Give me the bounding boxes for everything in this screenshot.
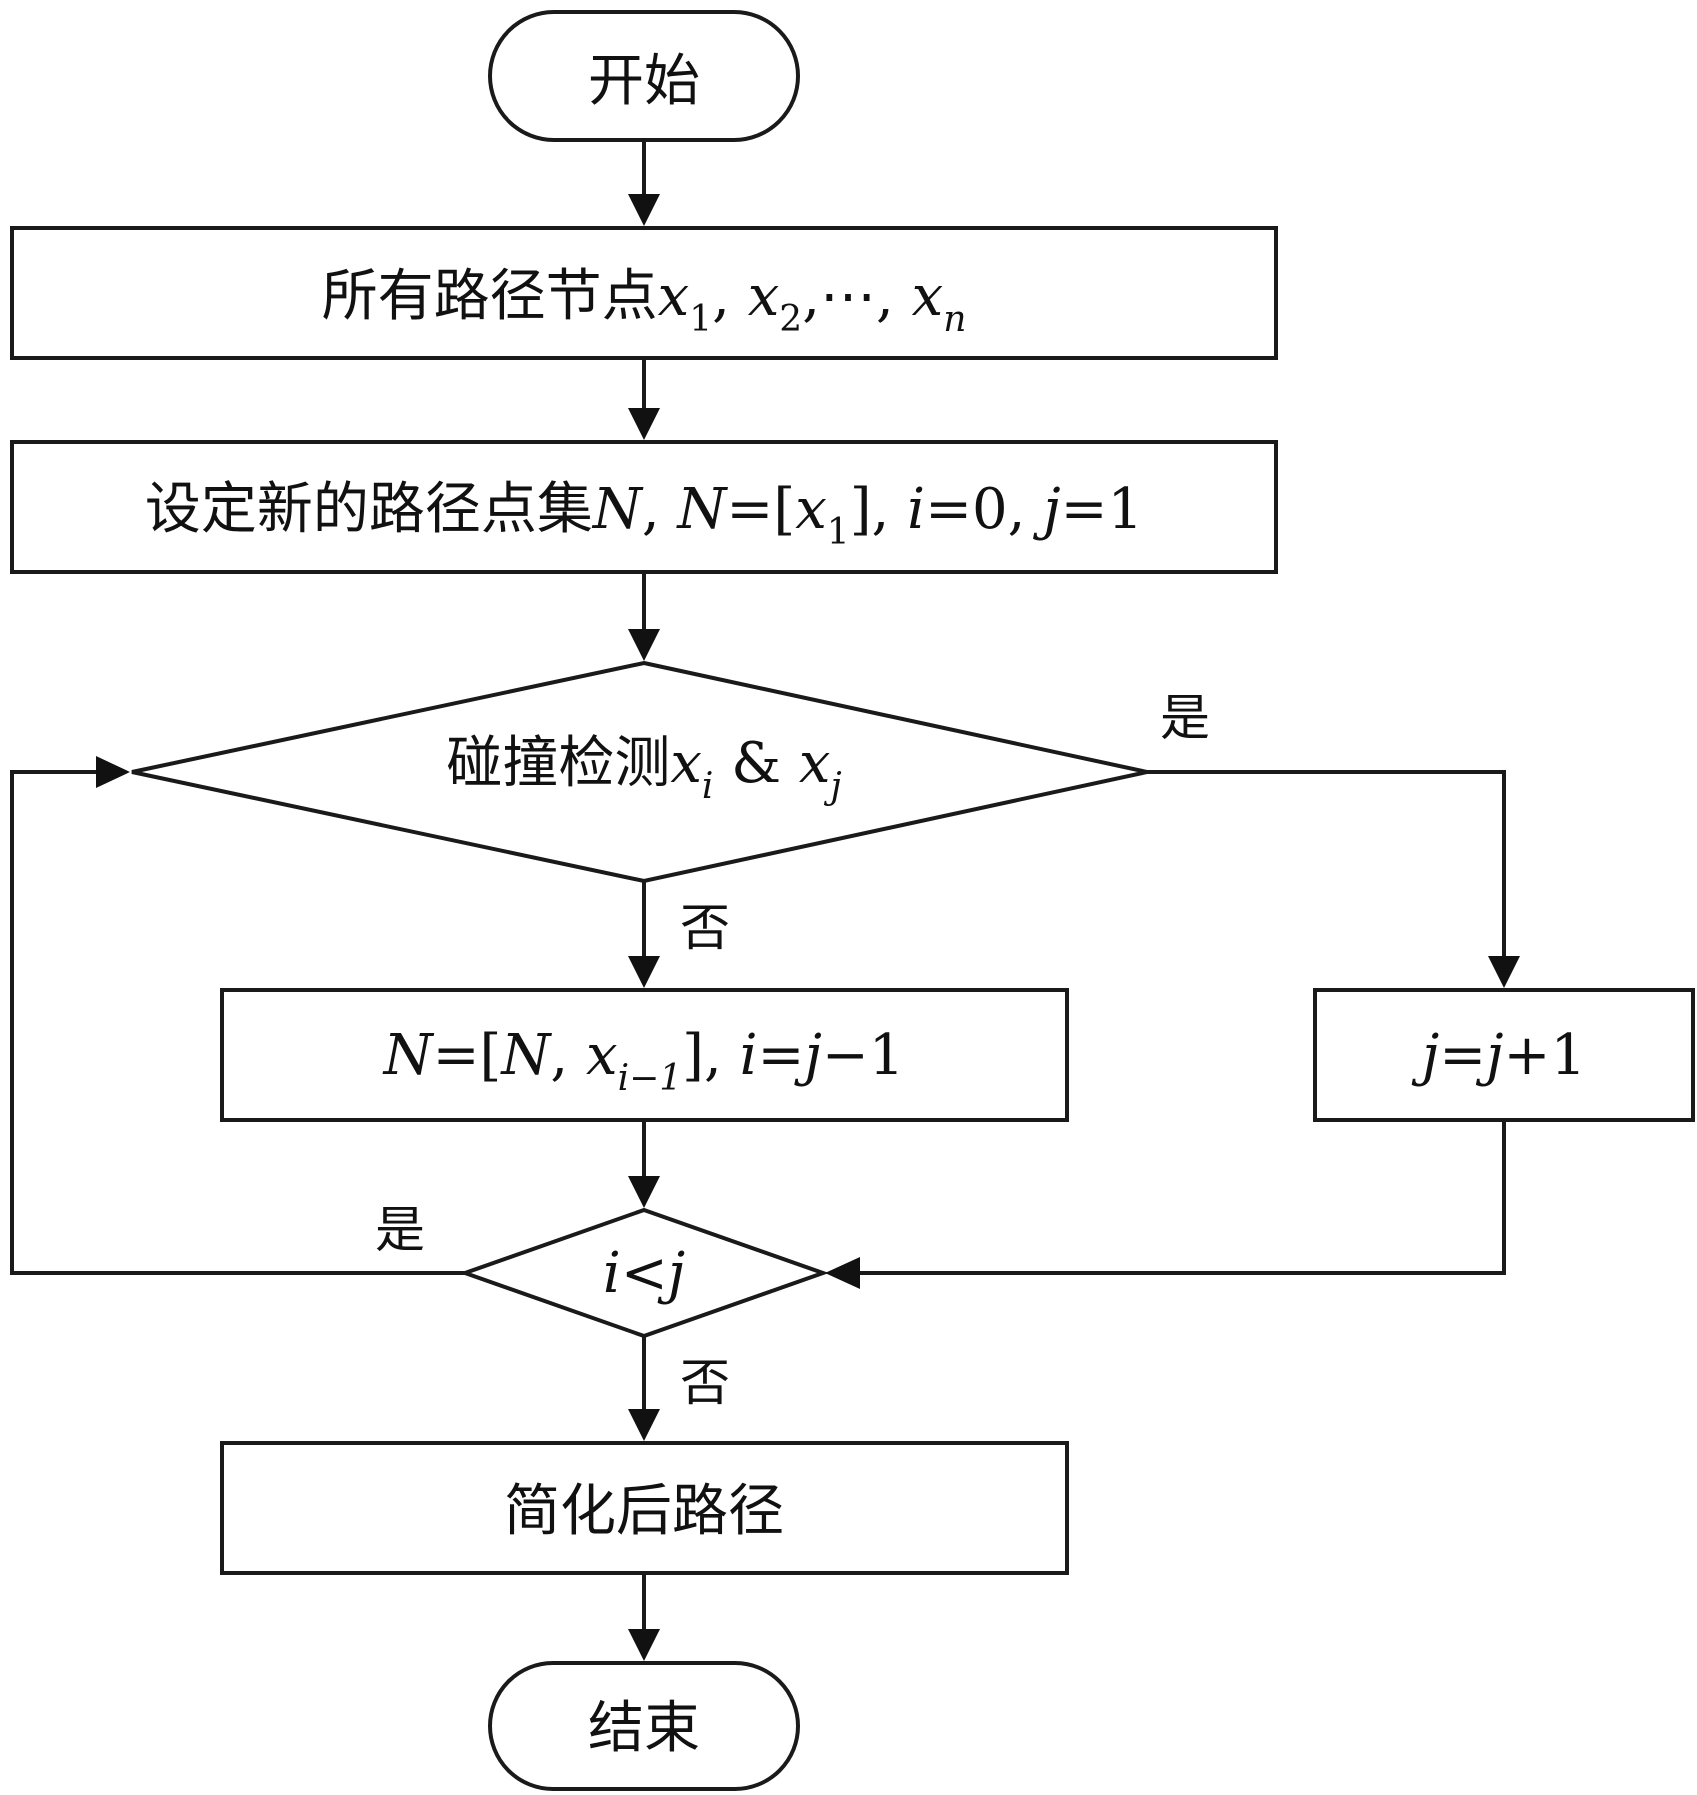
init-i: i — [907, 477, 925, 542]
collision-amp: & — [713, 731, 798, 796]
update-comma: , — [550, 1023, 586, 1088]
increment-label: j=j+1 — [1411, 1023, 1586, 1088]
compare-lt: < — [621, 1241, 668, 1306]
update-eq: =[ — [433, 1023, 502, 1088]
update-close: ], — [682, 1023, 739, 1088]
init-x: x — [795, 477, 827, 542]
arrow-head-start-nodes — [628, 194, 660, 226]
arrow-head-collision-update — [628, 956, 660, 988]
path-nodes-label: 所有路径节点x1, x2,⋯, xn — [322, 264, 967, 340]
update-x: x — [586, 1023, 618, 1088]
init-mid2: ], — [850, 477, 907, 542]
connectors — [10, 140, 1520, 1661]
label-collision-no: 否 — [680, 899, 730, 957]
init-eq1: =1 — [1061, 477, 1144, 542]
arrow-head-compare-simplified — [628, 1409, 660, 1441]
path-nodes-x1-var: x — [658, 264, 690, 329]
label-compare-yes: 是 — [375, 1201, 425, 1259]
arrow-head-collision-increment — [1488, 956, 1520, 988]
collision-xj-var: x — [799, 731, 831, 796]
init-label: 设定新的路径点集N, N=[x1], i=0, j=1 — [145, 477, 1143, 553]
collision-label: 碰撞检测xi & xj — [446, 731, 841, 807]
init-eq0: =0, — [925, 477, 1043, 542]
arrow-head-init-collision — [628, 629, 660, 661]
path-nodes-xn-sub: n — [943, 299, 966, 340]
end-node: 结束 — [488, 1661, 800, 1791]
label-collision-yes: 是 — [1160, 689, 1210, 747]
compare-i: i — [603, 1241, 621, 1306]
init-N2: N — [675, 477, 728, 542]
collision-xi-var: x — [670, 731, 702, 796]
path-nodes-x2-var: x — [748, 264, 780, 329]
path-nodes-x2-sub: 2 — [779, 299, 802, 340]
path-nodes-cn: 所有路径节点 — [322, 264, 658, 329]
update-N: N — [382, 1023, 435, 1088]
arrow-head-nodes-init — [628, 408, 660, 440]
update-minus: −1 — [822, 1023, 905, 1088]
arrow-head-increment-compare — [825, 1257, 860, 1289]
collision-cn: 碰撞检测 — [446, 731, 670, 796]
connector-compare-loop — [10, 770, 465, 1275]
increment-plus: +1 — [1504, 1023, 1587, 1088]
update-eq2: = — [758, 1023, 805, 1088]
path-nodes-ellipsis: ,⋯, — [802, 264, 911, 329]
collision-decision: 碰撞检测xi & xj — [131, 660, 1148, 884]
start-label: 开始 — [588, 49, 700, 114]
arrow-head-simplified-end — [628, 1629, 660, 1661]
connector-collision-increment — [1147, 770, 1506, 958]
init-mid1: , — [642, 477, 678, 542]
update-step: N=[N, xi−1], i=j−1 — [220, 988, 1069, 1122]
start-node: 开始 — [488, 10, 800, 142]
init-cn: 设定新的路径点集 — [145, 477, 593, 542]
init-step: 设定新的路径点集N, N=[x1], i=0, j=1 — [10, 440, 1278, 574]
increment-eq: = — [1439, 1023, 1486, 1088]
init-x-sub: 1 — [827, 512, 850, 553]
path-nodes-x1-sub: 1 — [689, 299, 712, 340]
path-nodes-xn-var: x — [912, 264, 944, 329]
end-label: 结束 — [588, 1696, 700, 1761]
simplified-path-step: 简化后路径 — [220, 1441, 1069, 1575]
increment-step: j=j+1 — [1313, 988, 1695, 1122]
init-eq: =[ — [726, 477, 795, 542]
update-label: N=[N, xi−1], i=j−1 — [382, 1023, 905, 1099]
label-compare-no: 否 — [680, 1354, 730, 1412]
update-x-sub: i−1 — [618, 1058, 683, 1099]
path-nodes-sep: , — [712, 264, 748, 329]
arrow-head-compare-loop — [96, 756, 130, 788]
simplified-label: 简化后路径 — [504, 1479, 784, 1544]
compare-label: i<j — [603, 1241, 685, 1306]
update-N2: N — [499, 1023, 552, 1088]
arrow-head-update-compare — [628, 1176, 660, 1208]
update-i: i — [740, 1023, 758, 1088]
collision-xi-sub: i — [702, 766, 714, 807]
init-N: N — [591, 477, 644, 542]
compare-decision: i<j — [458, 1207, 830, 1339]
path-nodes-step: 所有路径节点x1, x2,⋯, xn — [10, 226, 1278, 360]
connector-increment-compare — [858, 1120, 1506, 1275]
